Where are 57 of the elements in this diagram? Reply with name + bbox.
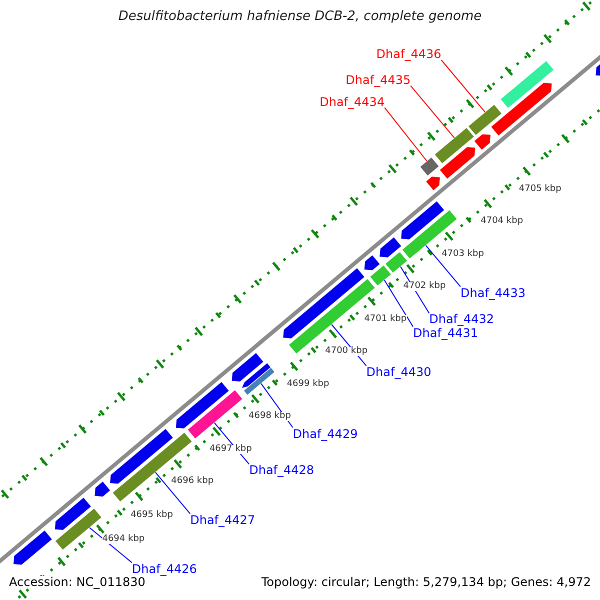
gene-feature <box>282 267 366 340</box>
leader-line <box>384 107 428 162</box>
scale-label: 4694 kbp <box>102 534 145 544</box>
gene-block <box>187 389 244 440</box>
scale-label: 4700 kbp <box>325 347 368 356</box>
scale-label: 4697 kbp <box>209 444 252 454</box>
gene-name: Dhaf_4436 <box>376 48 442 60</box>
gene-block <box>419 156 440 176</box>
leader-line <box>425 244 461 288</box>
gene-feature <box>94 480 111 498</box>
gene-block <box>468 104 502 136</box>
gene-feature <box>54 496 92 531</box>
accession-text: Accession: NC_011830 <box>9 576 146 588</box>
leader-line <box>154 472 191 514</box>
gene-feature <box>473 134 492 151</box>
scale-label: 4705 kbp <box>518 184 562 194</box>
gene-feature <box>12 530 53 566</box>
scale-label: 4704 kbp <box>480 216 524 226</box>
gene-feature <box>400 200 445 240</box>
gene-block <box>434 127 475 164</box>
gene-name: Dhaf_4427 <box>190 514 256 526</box>
gene-feature <box>240 362 272 389</box>
gene-block <box>384 251 408 274</box>
gene-block <box>54 508 102 551</box>
gene-block <box>369 264 392 286</box>
leader-line <box>440 60 486 113</box>
gene-feature <box>425 176 441 192</box>
gene-feature <box>175 381 230 429</box>
scale-label: 4698 kbp <box>248 412 291 421</box>
gene-name: Dhaf_4432 <box>429 313 494 326</box>
gene-feature <box>439 146 476 180</box>
gene-feature <box>364 254 381 271</box>
gene-name: Dhaf_4430 <box>366 366 432 378</box>
diagram-title: Desulfitobacterium hafniense DCB-2, complete genome <box>117 10 483 23</box>
genome-info-text: Topology: circular; Length: 5,279,134 bp; Genes: 4,972 <box>261 576 591 588</box>
scale-label: 4699 kbp <box>286 380 330 389</box>
gene-name: Dhaf_4431 <box>413 326 478 339</box>
gene-feature <box>231 352 264 382</box>
gene-feature <box>378 236 402 258</box>
scale-label: 4703 kbp <box>442 250 484 259</box>
gene-name: Dhaf_4428 <box>249 464 314 476</box>
leader-line <box>410 85 455 138</box>
gene-name: Dhaf_4426 <box>132 562 197 575</box>
gene-name: Dhaf_4434 <box>320 96 385 108</box>
gene-block <box>243 366 276 396</box>
gene-name: Dhaf_4433 <box>460 286 526 299</box>
leader-line <box>384 280 414 328</box>
scale-label: 4701 kbp <box>364 314 407 324</box>
gene-name: Dhaf_4435 <box>346 74 411 86</box>
scale-label: 4695 kbp <box>130 510 173 520</box>
leader-line <box>89 527 132 564</box>
gene-name: Dhaf_4429 <box>292 428 358 440</box>
scale-label: 4702 kbp <box>403 282 446 291</box>
scale-label: 4696 kbp <box>171 476 214 486</box>
gene-feature <box>490 82 552 136</box>
gene-block <box>500 60 554 109</box>
gene-block <box>112 432 193 502</box>
